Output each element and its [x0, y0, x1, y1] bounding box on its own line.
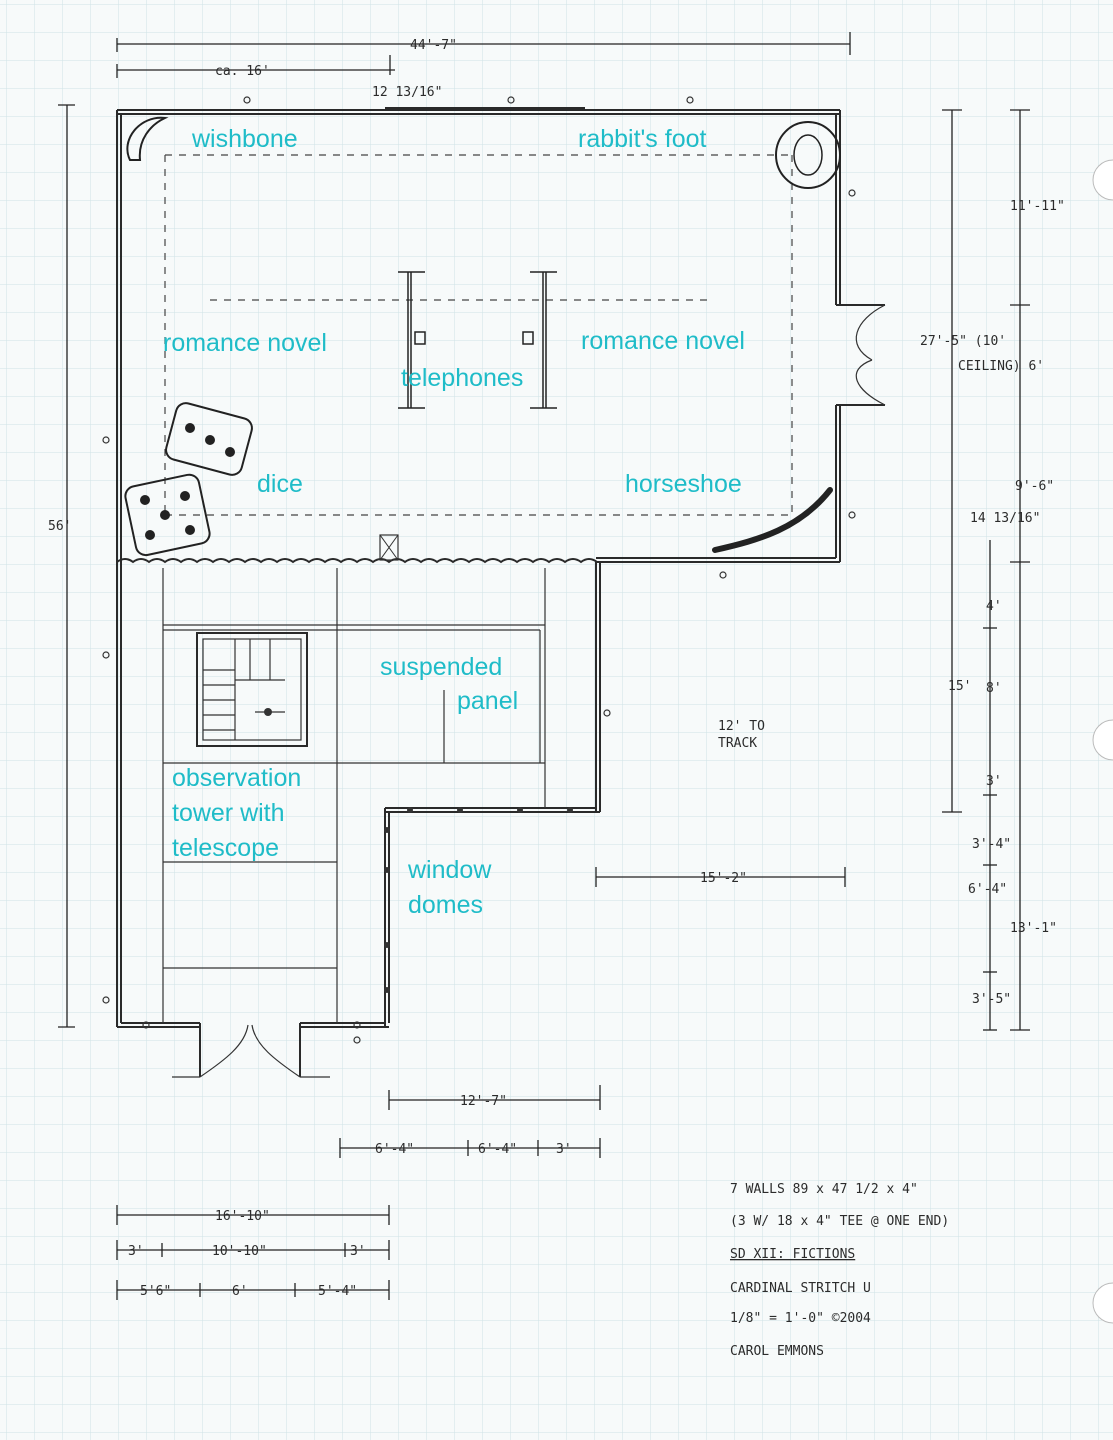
object-labels: wishbone rabbit's foot romance novel rom… — [163, 125, 745, 919]
building-walls — [116, 107, 886, 1078]
note-line6: CAROL EMMONS — [730, 1344, 824, 1359]
dim-r-15: 15' — [948, 679, 971, 694]
dim-b-6: 6' — [232, 1284, 248, 1299]
dim-r-8: 8' — [986, 681, 1002, 696]
label-wishbone: wishbone — [191, 125, 298, 153]
label-suspended: suspended — [380, 653, 502, 681]
dim-b-6-4b: 6'-4" — [478, 1142, 517, 1157]
rabbits-foot-icon — [775, 121, 841, 189]
dashed-track-lines — [164, 154, 793, 516]
note-line4: CARDINAL STRITCH U — [730, 1281, 871, 1296]
wishbone-icon — [126, 116, 169, 161]
dim-r-3-5: 3'-5" — [972, 992, 1011, 1007]
note-line3: SD XII: FICTIONS — [730, 1247, 855, 1262]
note-line2: (3 W/ 18 x 4" TEE @ ONE END) — [730, 1214, 949, 1229]
label-rabbits-foot: rabbit's foot — [578, 125, 707, 153]
dim-r-27-5: 27'-5" (10' — [920, 334, 1006, 349]
dim-b-10-10: 10'-10" — [212, 1244, 267, 1259]
binder-holes — [1092, 159, 1113, 1324]
dim-b-12-7: 12'-7" — [460, 1094, 507, 1109]
horseshoe-icon — [712, 487, 833, 553]
dice-icon — [124, 402, 253, 557]
dim-r-3-4: 3'-4" — [972, 837, 1011, 852]
dim-r-14: 14 13/16" — [970, 511, 1040, 526]
note-line1: 7 WALLS 89 x 47 1/2 x 4" — [730, 1182, 918, 1197]
lower-rooms — [162, 568, 573, 1023]
wall-outlets — [102, 96, 856, 1044]
dim-b-5-4: 5'-4" — [318, 1284, 357, 1299]
label-romance-left: romance novel — [163, 329, 327, 357]
dim-b-16-10: 16'-10" — [215, 1209, 270, 1224]
dim-left-height: 56' — [48, 519, 71, 534]
dim-r-6-4: 6'-4" — [968, 882, 1007, 897]
dim-b-3a: 3' — [128, 1244, 144, 1259]
label-tower-1: observation — [172, 764, 301, 792]
telephone-left-icon — [398, 271, 426, 409]
dim-b-6-4a: 6'-4" — [375, 1142, 414, 1157]
dim-r-11-11: 11'-11" — [1010, 199, 1065, 214]
label-dice: dice — [257, 470, 303, 498]
dim-r-3: 3' — [986, 774, 1002, 789]
label-romance-right: romance novel — [581, 327, 745, 355]
dim-top-small: 12 13/16" — [372, 85, 442, 100]
dim-top-overall: 44'-7" — [410, 38, 457, 53]
column-marker — [379, 534, 399, 561]
dim-r-9-6: 9'-6" — [1015, 479, 1054, 494]
label-horseshoe: horseshoe — [625, 470, 742, 498]
label-telephones: telephones — [401, 364, 523, 392]
note-line5: 1/8" = 1'-0" ©2004 — [730, 1311, 871, 1326]
dim-r-ceiling: CEILING) 6' — [958, 359, 1044, 374]
label-tower-3: telescope — [172, 834, 279, 862]
dim-r-13-1: 13'-1" — [1010, 921, 1057, 936]
label-domes: domes — [408, 891, 483, 919]
label-tower-2: tower with — [172, 799, 285, 827]
dim-track-1: 12' TO — [718, 719, 765, 734]
title-notes: 7 WALLS 89 x 47 1/2 x 4" (3 W/ 18 x 4" T… — [730, 1182, 949, 1359]
dimension-lines — [58, 32, 1030, 1300]
dim-mid-15-2: 15'-2" — [700, 871, 747, 886]
dim-track-2: TRACK — [718, 736, 757, 751]
dim-top-ca: ca. 16' — [215, 64, 270, 79]
dimension-text: 44'-7" ca. 16' 12 13/16" 56' 11'-11" 27'… — [48, 38, 1065, 1299]
dim-r-4: 4' — [986, 599, 1002, 614]
dim-b-3b: 3' — [350, 1244, 366, 1259]
label-window: window — [407, 856, 492, 884]
dim-b-3: 3' — [556, 1142, 572, 1157]
telephone-right-icon — [522, 271, 557, 409]
dim-b-5-6: 5'6" — [140, 1284, 171, 1299]
label-panel: panel — [457, 687, 518, 715]
